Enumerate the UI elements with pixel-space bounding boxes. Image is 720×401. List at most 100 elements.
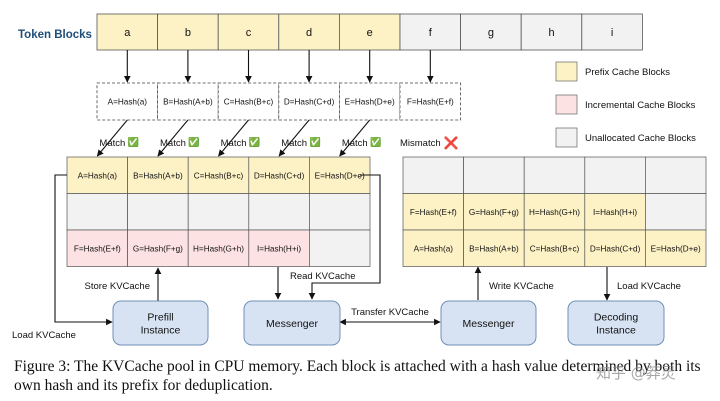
cache-block xyxy=(127,193,189,231)
decoding-instance-node-label: Instance xyxy=(596,325,636,337)
flow-arrows xyxy=(54,174,611,326)
write-kvcache-label: Write KVCache xyxy=(489,281,554,292)
messenger-right-node-label: Messenger xyxy=(463,318,515,330)
read-kvcache-arrow-b xyxy=(308,174,381,300)
hash-block-label: F=Hash(E+f) xyxy=(407,98,454,107)
cache-block xyxy=(248,229,310,267)
legend-swatch xyxy=(555,127,578,148)
token-block-label: f xyxy=(429,27,433,39)
token-block xyxy=(581,13,643,51)
cache-block xyxy=(309,193,371,231)
cache-block-label: B=Hash(A+b) xyxy=(133,171,183,180)
left-kvcache-pool: A=Hash(a)B=Hash(A+b)C=Hash(B+c)D=Hash(C+… xyxy=(66,156,371,267)
messenger-left-node xyxy=(243,300,341,346)
match-label: Match xyxy=(342,138,368,149)
cache-block xyxy=(309,229,371,267)
cache-block-label: F=Hash(E+f) xyxy=(74,244,121,253)
cache-block xyxy=(645,156,707,194)
cache-block-label: E=Hash(D+e) xyxy=(651,244,701,253)
cache-block-label: I=Hash(H+i) xyxy=(593,208,637,217)
cross-mark-icon: ❌ xyxy=(444,136,459,150)
hash-block xyxy=(157,82,219,121)
watermark: 知乎 @莽灵 xyxy=(596,364,676,382)
messenger-right-node xyxy=(440,300,537,346)
load-kvcache-right-label: Load KVCache xyxy=(617,281,681,292)
token-block-label: i xyxy=(611,27,613,39)
cache-block-label: F=Hash(E+f) xyxy=(410,208,457,217)
cache-block xyxy=(523,229,586,267)
legend-label: Incremental Cache Blocks xyxy=(585,100,696,111)
cache-block xyxy=(645,229,707,267)
check-mark-icon xyxy=(188,137,199,147)
cache-block xyxy=(187,229,250,267)
check-mark-glyph: ✅ xyxy=(370,136,381,147)
hash-block-label: E=Hash(D+e) xyxy=(345,98,395,107)
cache-block-label: A=Hash(a) xyxy=(78,171,118,180)
legend-label: Unallocated Cache Blocks xyxy=(585,133,696,144)
token-block-label: g xyxy=(488,27,494,39)
legend-swatch xyxy=(555,94,578,115)
cache-block xyxy=(645,193,707,231)
cache-block xyxy=(187,193,250,231)
check-mark-icon xyxy=(128,137,139,147)
hash-block-label: A=Hash(a) xyxy=(108,98,148,107)
load-kvcache-left-label: Load KVCache xyxy=(12,330,76,341)
prefill-instance-node xyxy=(112,300,209,346)
match-arrow xyxy=(157,119,189,157)
cache-block xyxy=(584,229,646,267)
cache-block xyxy=(127,156,189,194)
match-arrow xyxy=(218,119,249,157)
check-mark-icon xyxy=(310,137,321,147)
check-mark-icon xyxy=(370,137,381,147)
match-arrow xyxy=(96,119,128,157)
read-kvcache-label: Read KVCache xyxy=(290,271,355,282)
check-mark-glyph: ✅ xyxy=(188,136,199,147)
cache-block xyxy=(402,229,464,267)
match-arrow xyxy=(339,119,371,157)
cache-block xyxy=(309,156,371,194)
cache-block-label: D=Hash(C+d) xyxy=(254,171,305,180)
hash-block-label: C=Hash(B+c) xyxy=(224,98,274,107)
cache-block xyxy=(584,193,646,231)
hash-block-label: B=Hash(A+b) xyxy=(163,98,213,107)
check-mark-icon xyxy=(249,137,260,147)
check-mark-glyph: ✅ xyxy=(128,136,139,147)
decoding-instance-node-label: Decoding xyxy=(594,312,639,324)
cache-block-label: C=Hash(B+c) xyxy=(530,244,580,253)
cache-block xyxy=(463,229,525,267)
cache-block-label: A=Hash(a) xyxy=(414,244,454,253)
cache-block xyxy=(66,193,128,231)
match-arrow xyxy=(278,119,310,157)
cache-block xyxy=(584,156,646,194)
transfer-kvcache-label: Transfer KVCache xyxy=(351,307,429,318)
legend-label: Prefix Cache Blocks xyxy=(585,67,670,78)
token-block-label: b xyxy=(185,27,191,39)
hash-block xyxy=(96,82,158,121)
figure-caption: Figure 3: The KVCache pool in CPU memory… xyxy=(14,358,701,394)
cache-block xyxy=(463,156,525,194)
hash-block xyxy=(399,82,461,121)
decoding-instance-node xyxy=(567,300,665,346)
token-block-label: a xyxy=(124,27,131,39)
cache-block-label: G=Hash(F+g) xyxy=(469,208,519,217)
match-label: Match xyxy=(99,138,125,149)
cache-block xyxy=(523,156,586,194)
mismatch-label: Mismatch xyxy=(400,138,441,149)
token-block xyxy=(157,13,219,51)
cache-block-label: H=Hash(G+h) xyxy=(529,208,580,217)
token-blocks-label: Token Blocks xyxy=(18,29,92,41)
cache-block-label: B=Hash(A+b) xyxy=(469,244,519,253)
hash-block xyxy=(338,82,401,121)
hash-block xyxy=(278,82,340,121)
prefill-instance-node-label: Instance xyxy=(141,325,181,337)
cache-block xyxy=(66,156,128,194)
cache-block xyxy=(402,156,464,194)
cache-block-label: E=Hash(D+e) xyxy=(315,171,365,180)
match-label: Match xyxy=(281,138,307,149)
cache-block-label: H=Hash(G+h) xyxy=(193,244,244,253)
